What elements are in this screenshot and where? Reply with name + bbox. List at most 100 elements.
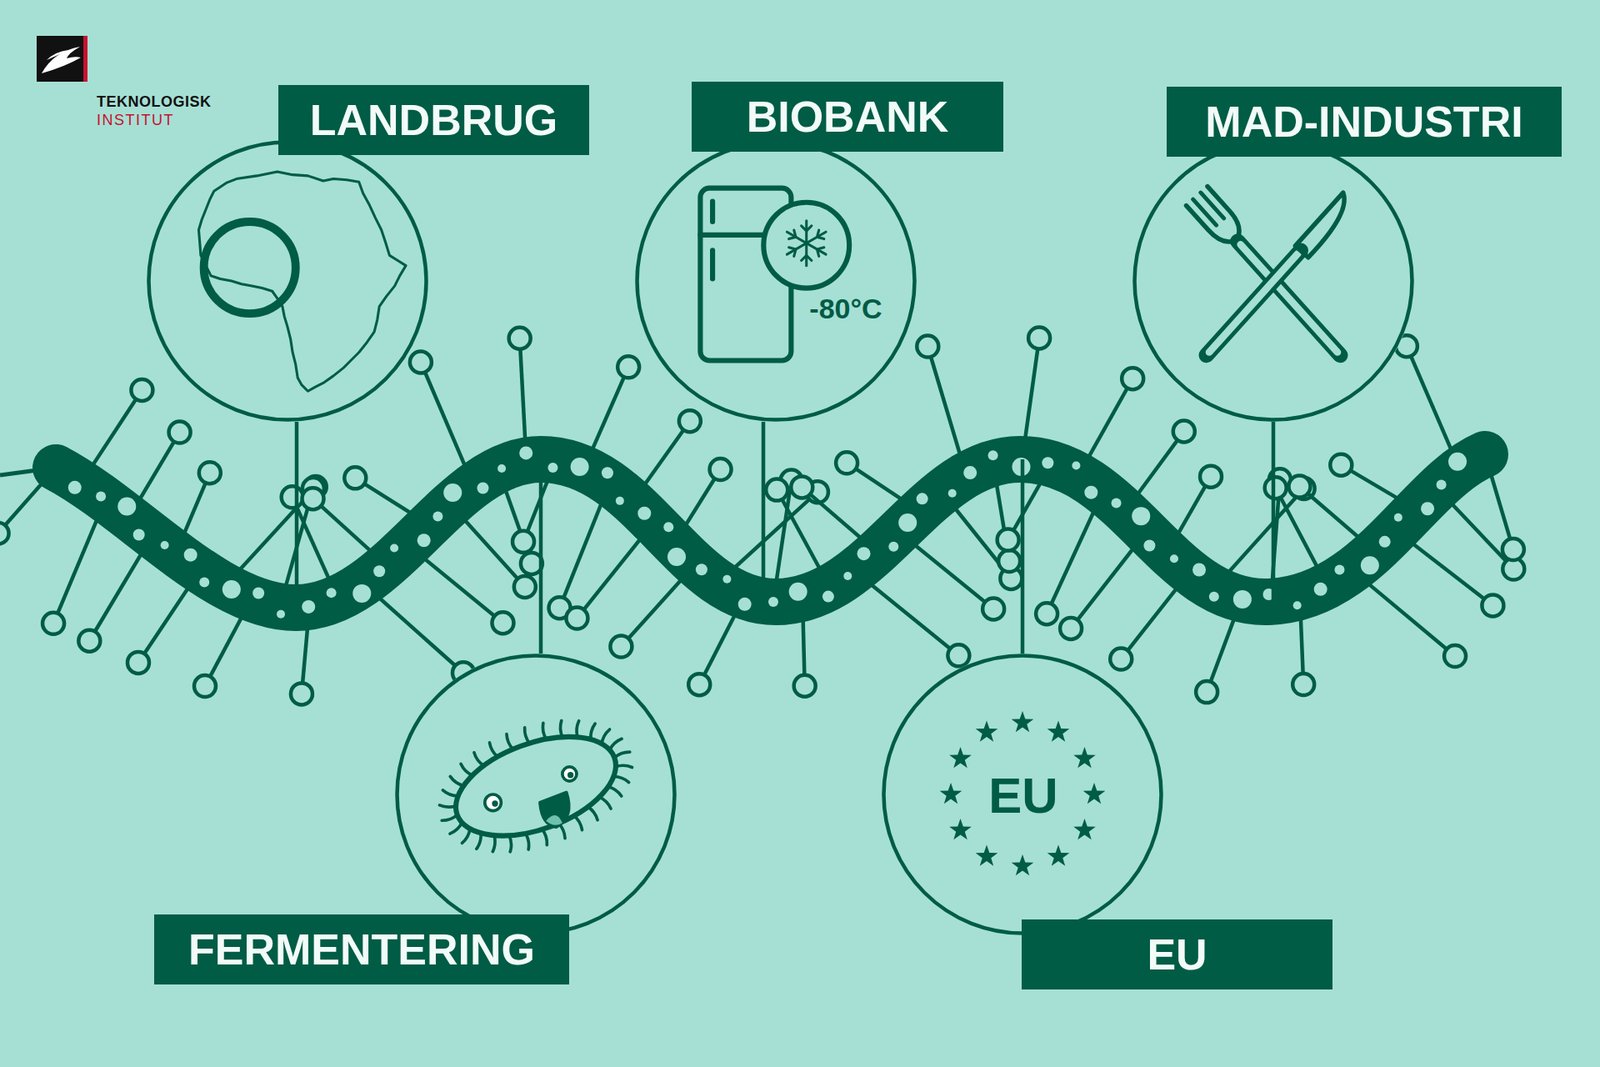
- spike-knob: [1173, 420, 1195, 442]
- strand-dot: [68, 480, 82, 495]
- spike-knob: [794, 675, 816, 697]
- strand-dot: [1448, 452, 1467, 471]
- spike-knob: [790, 475, 813, 498]
- strand-dot: [1394, 513, 1403, 522]
- eu-star: [1073, 818, 1096, 840]
- spike-knob: [1502, 538, 1525, 560]
- strand-dot: [1192, 563, 1206, 577]
- topic-circle: LANDBRUG: [146, 140, 429, 422]
- strand-dot: [476, 481, 489, 494]
- strand-dot: [615, 496, 625, 505]
- spike-knob: [127, 651, 150, 674]
- strand-dot: [117, 497, 136, 516]
- strand-dot: [1209, 591, 1220, 602]
- spike-knob: [765, 479, 788, 501]
- circle-outline: [146, 140, 429, 422]
- strand-dot: [722, 575, 731, 584]
- spike-knob: [509, 327, 531, 350]
- spike-knob: [1121, 367, 1144, 390]
- heading-box: MAD-INDUSTRI: [1166, 86, 1562, 157]
- strand-dot: [1071, 461, 1080, 470]
- fridge-icon: [700, 188, 850, 361]
- circle-line: [637, 142, 915, 420]
- strand-dot: [1293, 600, 1302, 610]
- strand-dot: [857, 546, 871, 560]
- strand-dot: [1233, 590, 1252, 609]
- spike-knob: [344, 466, 366, 489]
- strand-dot: [1314, 582, 1328, 596]
- strand-dot: [199, 577, 210, 588]
- spike-knob: [491, 611, 514, 634]
- circle-outline: [635, 140, 917, 422]
- eu-star: [975, 845, 999, 866]
- strand-dot: [738, 597, 752, 611]
- spike-knob: [290, 682, 313, 705]
- spike-knob: [302, 487, 325, 510]
- strand-dot: [547, 462, 558, 473]
- spike-knob: [610, 635, 632, 658]
- strand-dot: [390, 543, 399, 552]
- eu-stars: [940, 710, 1106, 875]
- eu-star: [940, 782, 963, 804]
- spike-knob: [1288, 475, 1310, 498]
- eu-star: [949, 818, 972, 840]
- strand-dot: [695, 563, 708, 575]
- circle-line: [397, 655, 675, 934]
- circle-outline: [395, 653, 677, 935]
- strand-dot: [252, 586, 265, 599]
- strand-dots: [68, 445, 1467, 618]
- strand-dot: [822, 590, 835, 603]
- strand-dot: [417, 533, 431, 547]
- spike-knob: [0, 522, 10, 545]
- heading-box: FERMENTERING: [154, 914, 570, 985]
- strand-dot: [301, 600, 315, 614]
- strand-dot: [898, 513, 917, 532]
- spike-knob: [130, 379, 153, 401]
- spike-knob: [617, 355, 640, 378]
- spike-knob: [1028, 326, 1050, 349]
- eu-star: [1011, 854, 1035, 875]
- strand-dot: [789, 582, 808, 601]
- spike-knob: [1110, 648, 1132, 670]
- bacterium-icon: [439, 717, 632, 855]
- strand-dot: [1041, 456, 1054, 469]
- strand-dot: [1143, 540, 1155, 552]
- strand-dot: [133, 528, 145, 540]
- strand-dot: [1131, 506, 1150, 525]
- spike-knob: [947, 644, 970, 666]
- strand-dot: [1111, 498, 1122, 509]
- spike-knob: [916, 335, 939, 358]
- eu-star: [1011, 710, 1035, 732]
- circle-line: [884, 655, 1162, 934]
- spike-knob: [199, 461, 221, 484]
- strand-dot: [326, 587, 337, 598]
- spike-knob: [42, 612, 65, 635]
- circle-line: [1135, 142, 1413, 420]
- strand-dot: [1334, 564, 1345, 575]
- strand-dot: [570, 457, 590, 476]
- circle-text: -80°C: [809, 294, 882, 323]
- strand-dot: [1170, 554, 1179, 563]
- strand-dot: [768, 596, 779, 607]
- strand-dot: [352, 584, 371, 603]
- strand-dot: [184, 548, 198, 562]
- heading-box: EU: [1021, 919, 1333, 990]
- spike-knob: [1444, 645, 1466, 667]
- topic-circle: EUEU: [881, 653, 1164, 935]
- spike-knob: [1035, 602, 1058, 625]
- spike-knob: [514, 575, 536, 598]
- strand-dot: [888, 541, 899, 552]
- strand-dot: [1360, 555, 1380, 575]
- logo-text: TEKNOLOGISK: [96, 93, 212, 110]
- strand-dot: [95, 490, 106, 501]
- topic-circle: BIOBANK-80°C: [635, 140, 917, 422]
- spike-knob: [78, 630, 100, 652]
- leader-lines: [296, 421, 1274, 654]
- strand-dot: [1084, 485, 1098, 500]
- spike-knob: [1292, 673, 1315, 695]
- spike-knob: [1195, 680, 1218, 703]
- strand-dot: [432, 510, 443, 521]
- logo-mark: [36, 35, 88, 82]
- spike-knob: [1330, 454, 1352, 476]
